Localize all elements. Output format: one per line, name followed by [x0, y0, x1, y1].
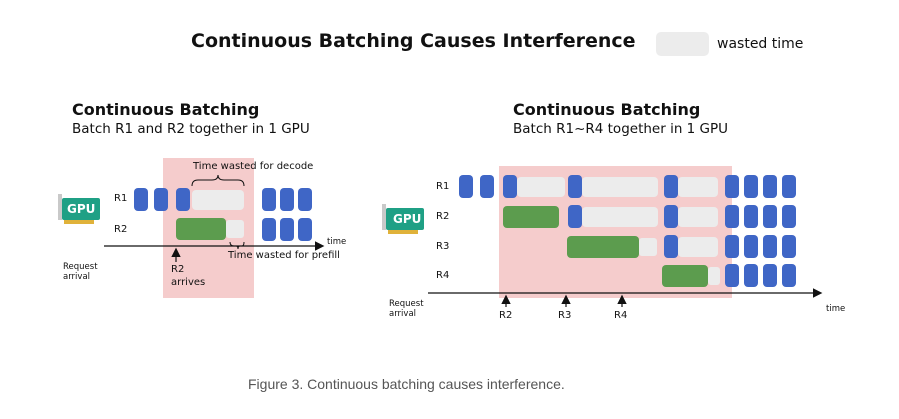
left-r1-decode-block [262, 188, 276, 211]
right-request-label-1: Request [389, 299, 424, 309]
right-r1-wasted-block [582, 177, 658, 197]
left-r2-wasted-block [226, 220, 244, 238]
left-r1-wasted-block [192, 190, 244, 210]
left-r1-decode-block [298, 188, 312, 211]
left-r1-decode-block [134, 188, 148, 211]
right-arrival-r3: R3 [558, 310, 572, 321]
right-r3-decode-block [782, 235, 796, 258]
left-r1-decode-block [154, 188, 168, 211]
right-r1-decode-block [763, 175, 777, 198]
right-r4-wasted-block [708, 267, 720, 285]
right-r2-wasted-block [582, 207, 658, 227]
left-r2-decode-block [298, 218, 312, 241]
left-r1-decode-block [280, 188, 294, 211]
right-r3-decode-block [763, 235, 777, 258]
left-request-label-2: arrival [63, 272, 91, 282]
left-prefill-annotation: Time wasted for prefill [228, 250, 340, 261]
right-request-label-2: arrival [389, 309, 417, 319]
right-r1-decode-block [480, 175, 494, 198]
right-gpu-icon [382, 204, 424, 234]
left-gpu-icon [58, 194, 100, 224]
left-request-label-1: Request [63, 262, 98, 272]
left-r1-decode-block [176, 188, 190, 211]
right-row-label-r3: R3 [436, 241, 450, 252]
right-r2-wasted-block [678, 207, 718, 227]
right-r1-wasted-block [678, 177, 718, 197]
right-r3-decode-block [744, 235, 758, 258]
left-r2-decode-block [262, 218, 276, 241]
right-r2-decode-block [568, 205, 582, 228]
left-r2-decode-block [280, 218, 294, 241]
right-r1-decode-block [459, 175, 473, 198]
left-axis-label: time [327, 237, 347, 247]
left-gpu-label: GPU [67, 202, 96, 216]
right-r3-wasted-block [678, 237, 718, 257]
right-r1-decode-block [664, 175, 678, 198]
right-r4-decode-block [782, 264, 796, 287]
right-axis-label: time [826, 304, 846, 314]
right-row-label-r4: R4 [436, 270, 450, 281]
right-row-label-r2: R2 [436, 211, 450, 222]
left-row-label-r2: R2 [114, 224, 128, 235]
right-r1-decode-block [725, 175, 739, 198]
right-r1-decode-block [782, 175, 796, 198]
legend-wasted-label: wasted time [717, 36, 804, 52]
right-row-label-r1: R1 [436, 181, 450, 192]
right-r3-prefill-block [567, 236, 639, 258]
right-r2-decode-block [782, 205, 796, 228]
left-panel-subtitle: Batch R1 and R2 together in 1 GPU [72, 121, 310, 137]
right-gpu-label: GPU [393, 212, 422, 226]
right-r4-decode-block [725, 264, 739, 287]
right-r3-wasted-block [639, 238, 657, 256]
left-panel-title: Continuous Batching [72, 100, 260, 119]
right-r1-decode-block [744, 175, 758, 198]
legend-wasted-swatch [656, 32, 709, 56]
right-r2-decode-block [744, 205, 758, 228]
right-panel-subtitle: Batch R1~R4 together in 1 GPU [513, 121, 729, 137]
right-r2-decode-block [725, 205, 739, 228]
right-r3-decode-block [725, 235, 739, 258]
right-arrival-r2: R2 [499, 310, 513, 321]
left-decode-brace [191, 174, 245, 187]
left-r2-arrives-1: R2 [171, 264, 185, 275]
left-decode-annotation: Time wasted for decode [193, 161, 314, 172]
right-panel-title: Continuous Batching [513, 100, 701, 119]
left-row-label-r1: R1 [114, 193, 128, 204]
right-r2-decode-block [763, 205, 777, 228]
figure-title: Continuous Batching Causes Interference [191, 30, 636, 52]
right-r2-decode-block [664, 205, 678, 228]
right-r2-prefill-block [503, 206, 559, 228]
right-r4-prefill-block [662, 265, 708, 287]
right-r3-decode-block [664, 235, 678, 258]
left-r2-prefill-block [176, 218, 226, 240]
right-r4-decode-block [763, 264, 777, 287]
figure-caption: Figure 3. Continuous batching causes int… [248, 376, 565, 392]
right-r1-decode-block [503, 175, 517, 198]
left-r2-arrives-2: arrives [171, 277, 206, 288]
right-arrival-r4: R4 [614, 310, 628, 321]
right-r1-wasted-block [517, 177, 565, 197]
right-r1-decode-block [568, 175, 582, 198]
right-r4-decode-block [744, 264, 758, 287]
